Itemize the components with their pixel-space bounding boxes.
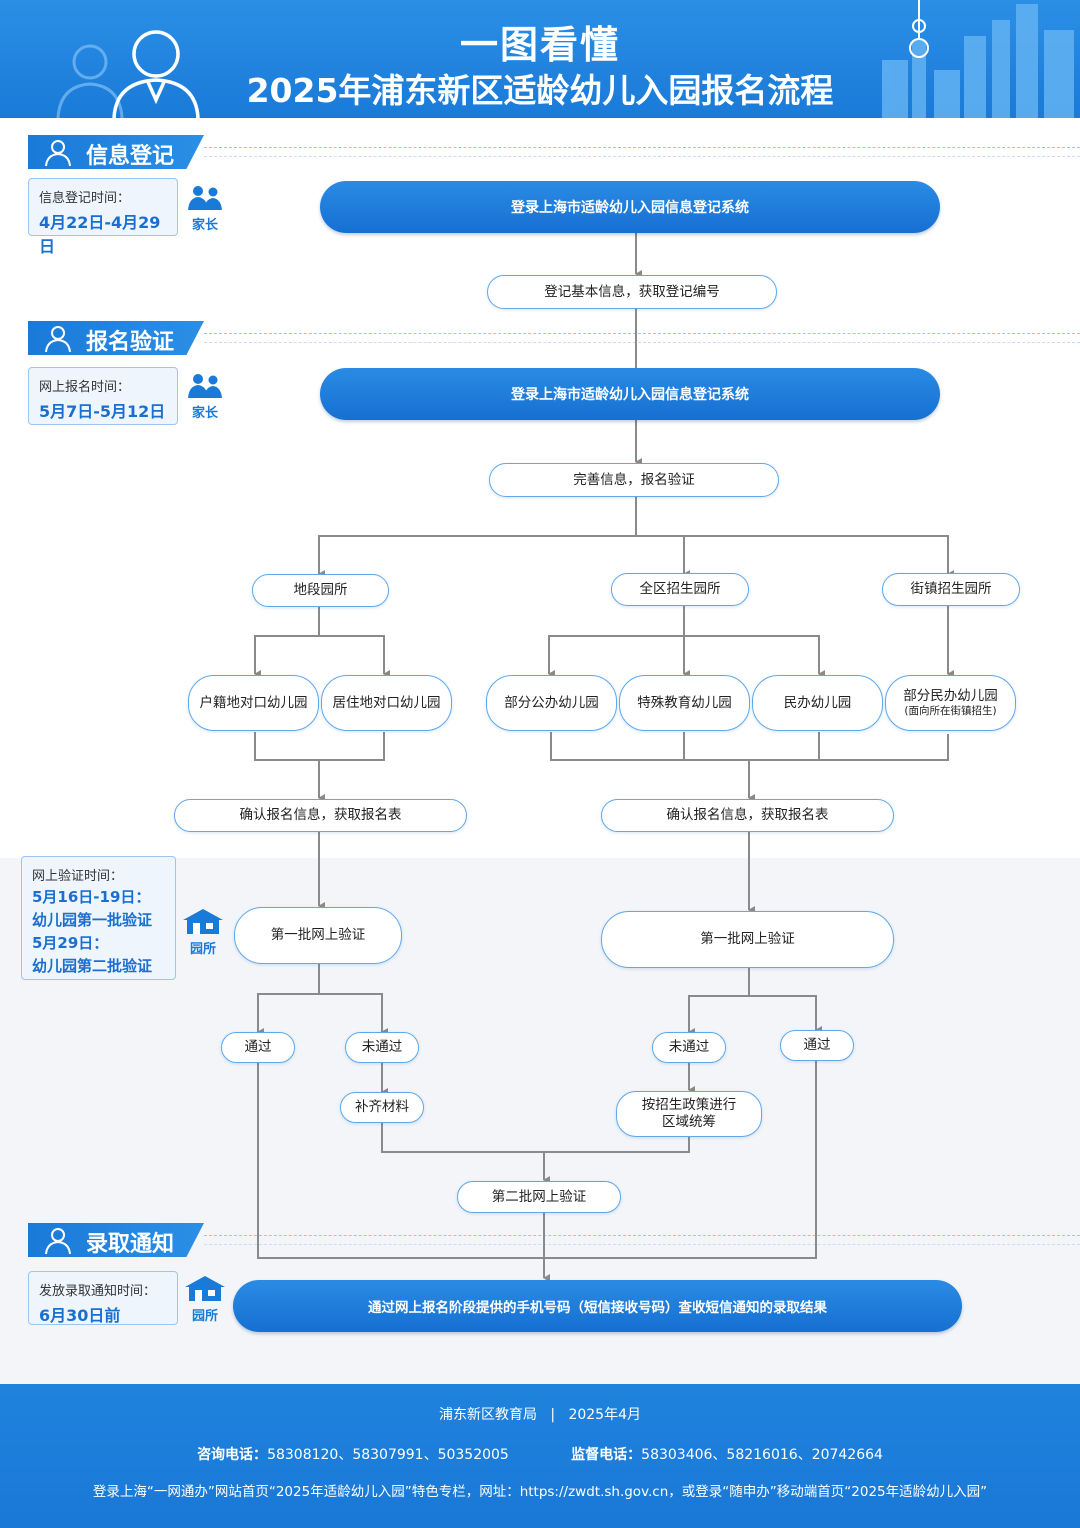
header-title-line2: 2025年浦东新区适龄幼儿入园报名流程 (246, 71, 834, 110)
people-illustration (56, 30, 200, 118)
section-divider (204, 1235, 1080, 1236)
node-batch1-left: 第一批网上验证 (234, 907, 402, 964)
school-building-icon (183, 909, 223, 934)
consult-label: 咨询电话： (197, 1447, 268, 1463)
section-label-application: 报名验证 (86, 330, 175, 355)
note-value: 幼儿园第二批验证 (32, 957, 153, 975)
role-label: 园所 (189, 942, 216, 957)
node-juzhu-kindergarten: 居住地对口幼儿园 (321, 675, 452, 731)
role-parent: 家长 (183, 372, 227, 421)
role-label: 园所 (191, 1309, 218, 1324)
node-batch2: 第二批网上验证 (457, 1181, 621, 1213)
role-kindergarten: 园所 (181, 908, 225, 957)
node-public-kindergarten: 部分公办幼儿园 (486, 675, 617, 731)
node-private-part-kindergarten: 部分民办幼儿园 (面向所在街镇招生) (885, 675, 1016, 731)
node-label: 区域统筹 (662, 1114, 716, 1130)
section-tag-registration: 信息登记 (28, 135, 204, 169)
note-value: 4月22日-4月29日 (39, 213, 161, 256)
section-divider (204, 147, 1080, 148)
note-key: 网上验证时间： (32, 869, 124, 884)
role-parent: 家长 (183, 184, 227, 233)
footer-issuer: 浦东新区教育局 (439, 1407, 537, 1423)
parents-icon (188, 186, 222, 210)
node-fail-left: 未通过 (345, 1032, 419, 1063)
header-title-line1: 一图看懂 (459, 23, 620, 67)
city-skyline-illustration (882, 0, 1074, 118)
note-key: 信息登记时间： (39, 191, 131, 206)
header-banner: 一图看懂 2025年浦东新区适龄幼儿入园报名流程 (0, 0, 1080, 118)
person-icon (45, 140, 71, 166)
note-registration-time: 信息登记时间： 4月22日-4月29日 (28, 178, 178, 256)
node-district-zone: 地段园所 (252, 574, 389, 607)
school-building-icon (185, 1276, 225, 1301)
section-divider (204, 333, 1080, 334)
section-label-registration: 信息登记 (86, 144, 175, 169)
person-icon (45, 326, 71, 352)
note-value: 5月29日： (32, 934, 109, 952)
section-tag-application: 报名验证 (28, 321, 204, 355)
node-login-system-1: 登录上海市适龄幼儿入园信息登记系统 (320, 181, 940, 233)
node-login-system-2: 登录上海市适龄幼儿入园信息登记系统 (320, 368, 940, 420)
consult-numbers: 58308120、58307991、50352005 (267, 1447, 509, 1463)
note-value: 5月16日-19日： (32, 888, 151, 906)
person-icon (45, 1228, 71, 1254)
role-kindergarten: 园所 (183, 1275, 227, 1324)
node-whole-district: 全区招生园所 (611, 573, 749, 606)
node-supplement-materials: 补齐材料 (340, 1092, 424, 1123)
note-verification-time: 网上验证时间： 5月16日-19日： 幼儿园第一批验证 5月29日： 幼儿园第二… (21, 856, 176, 980)
node-private-kindergarten: 民办幼儿园 (752, 675, 883, 731)
section-divider (204, 156, 1080, 157)
note-admission-time: 发放录取通知时间： 6月30日前 (28, 1271, 178, 1325)
footer-website-info: 登录上海“一网通办”网站首页“2025年适龄幼儿入园”特色专栏，网址：https… (92, 1484, 988, 1500)
note-value: 幼儿园第一批验证 (32, 911, 153, 929)
node-fail-right: 未通过 (652, 1032, 726, 1063)
section-label-admission: 录取通知 (86, 1232, 175, 1257)
role-label: 家长 (191, 406, 218, 421)
section-tag-admission: 录取通知 (28, 1223, 204, 1257)
node-label: 按招生政策进行 (641, 1097, 737, 1114)
supervise-label: 监督电话： (571, 1447, 642, 1463)
node-final-result: 通过网上报名阶段提供的手机号码（短信接收号码）查收短信通知的录取结果 (233, 1280, 962, 1332)
node-huji-kindergarten: 户籍地对口幼儿园 (188, 675, 319, 731)
node-confirm-right: 确认报名信息，获取报名表 (601, 799, 894, 832)
role-label: 家长 (191, 218, 218, 233)
parents-icon (188, 374, 222, 398)
node-sublabel: (面向所在街镇招生) (904, 704, 997, 717)
node-special-education-kindergarten: 特殊教育幼儿园 (619, 675, 750, 731)
footer-phone-line: 咨询电话：58308120、58307991、50352005 监督电话：583… (0, 1444, 1080, 1464)
node-register-basic-info: 登记基本信息，获取登记编号 (487, 275, 777, 309)
footer: 浦东新区教育局 | 2025年4月 咨询电话：58308120、58307991… (0, 1384, 1080, 1528)
node-confirm-left: 确认报名信息，获取报名表 (174, 799, 467, 832)
node-pass-right: 通过 (780, 1030, 854, 1061)
node-complete-info: 完善信息，报名验证 (489, 463, 779, 497)
footer-separator: | (550, 1407, 556, 1423)
node-pass-left: 通过 (221, 1032, 295, 1063)
section-divider (204, 1244, 1080, 1245)
note-key: 发放录取通知时间： (39, 1284, 157, 1299)
note-value: 5月7日-5月12日 (39, 402, 166, 421)
section-divider (204, 342, 1080, 343)
note-application-time: 网上报名时间： 5月7日-5月12日 (28, 367, 178, 425)
footer-date: 2025年4月 (568, 1407, 641, 1423)
supervise-numbers: 58303406、58216016、20742664 (641, 1447, 883, 1463)
node-label: 部分民办幼儿园 (903, 688, 998, 704)
note-value: 6月30日前 (39, 1306, 121, 1325)
node-batch1-right: 第一批网上验证 (601, 911, 894, 968)
footer-issuer-line: 浦东新区教育局 | 2025年4月 (0, 1404, 1080, 1424)
note-key: 网上报名时间： (39, 380, 131, 395)
node-policy-coordination: 按招生政策进行 区域统筹 (616, 1091, 762, 1137)
flow-connectors (254, 232, 954, 1282)
node-street-town: 街镇招生园所 (882, 573, 1020, 606)
